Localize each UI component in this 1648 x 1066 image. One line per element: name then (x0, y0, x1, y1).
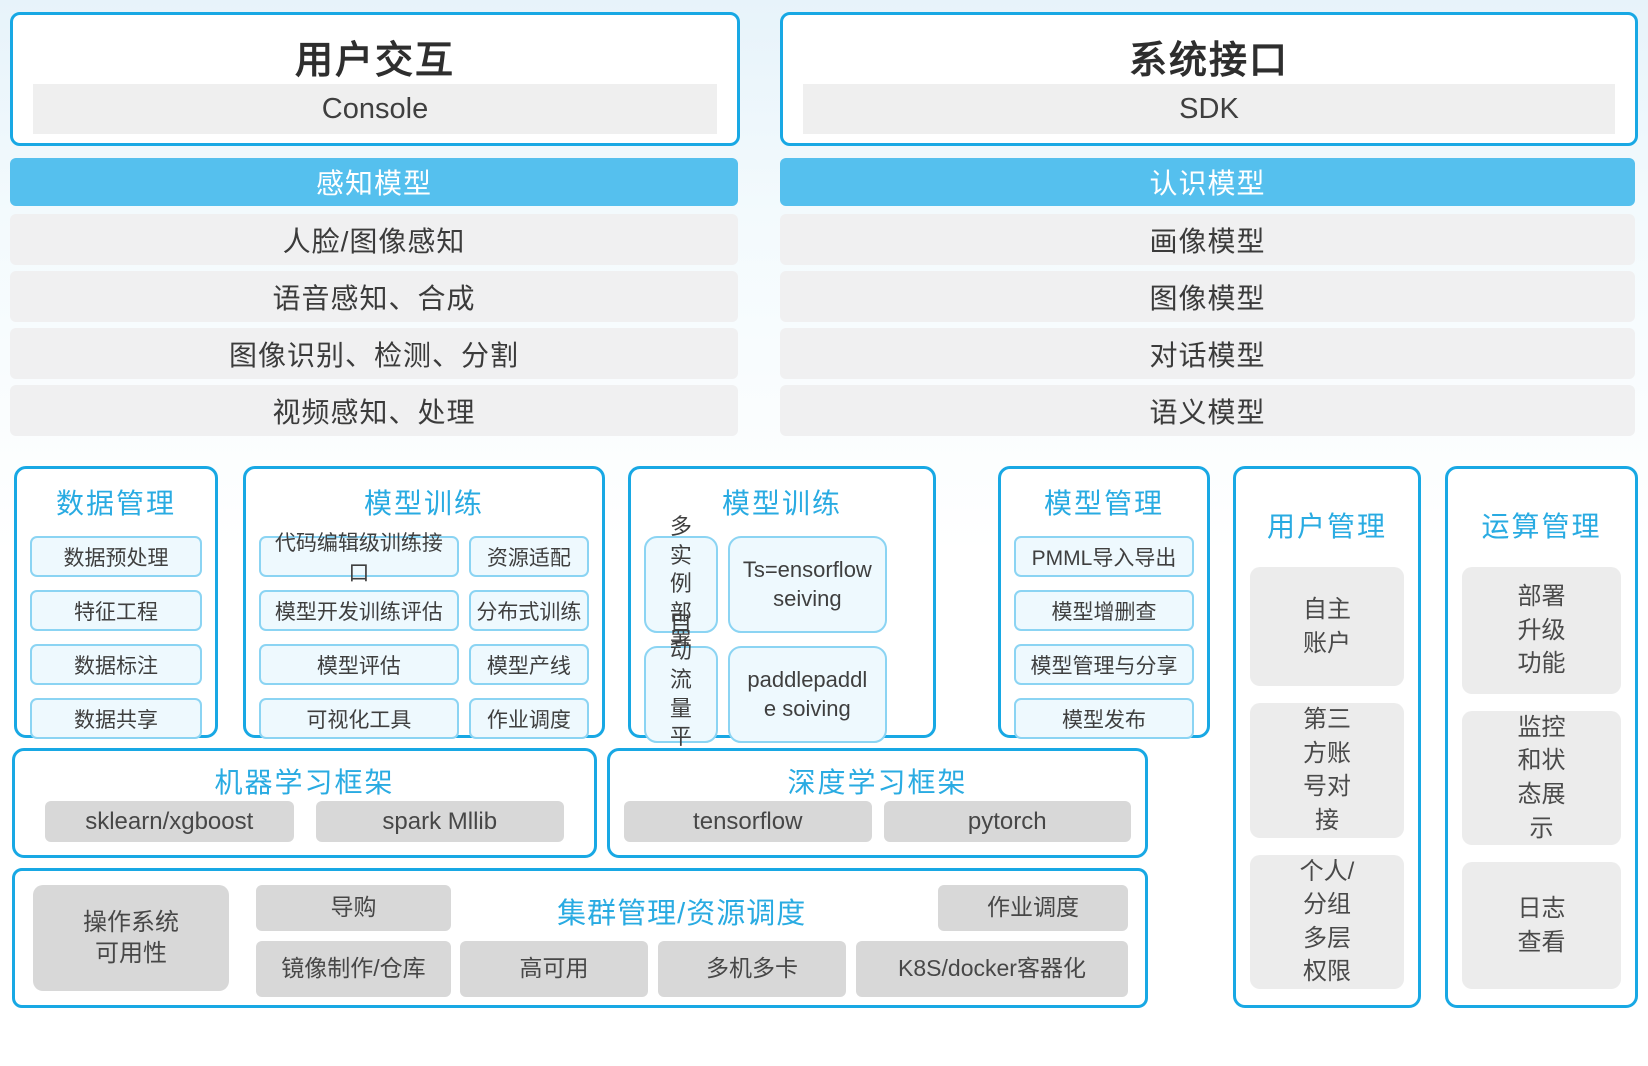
perception-row: 图像识别、检测、分割 (10, 328, 738, 379)
ml-framework-item: spark Mllib (315, 801, 564, 842)
model-training-a-cell: 代码编辑级训练接口 (259, 532, 459, 585)
model-management-item: PMML导入导出 (1014, 536, 1194, 577)
model-training-a-cell: 模型开发训练评估 (259, 590, 459, 631)
cluster-os-availability-item: 操作系统可用性 (33, 885, 229, 991)
perception-row: 语音感知、合成 (10, 271, 738, 322)
model-training-b-cell: 自动流量平衡 (644, 610, 718, 778)
model-training-a-grid: 代码编辑级训练接口 资源适配 模型开发训练评估 分布式训练 模型评估 模型产线 … (246, 532, 602, 752)
compute-management-item: 日志查看 (1462, 862, 1621, 989)
console-item: Console (33, 84, 717, 134)
cluster-item: 多机多卡 (658, 941, 846, 997)
model-training-b-grid: 多实例部署 Ts=ensorflow seiving 自动流量平衡 paddle… (631, 514, 933, 778)
ml-framework-items: sklearn/xgboost spark Mllib (15, 801, 594, 842)
ml-framework-item: sklearn/xgboost (45, 801, 294, 842)
model-management-items: PMML导入导出 模型增删查 模型管理与分享 模型发布 (1001, 536, 1207, 752)
dl-framework-item: pytorch (883, 801, 1131, 842)
data-management-panel: 数据管理 数据预处理 特征工程 数据标注 数据共享 (14, 466, 218, 739)
data-management-item: 特征工程 (30, 590, 202, 631)
user-interaction-box: 用户交互 Console (10, 12, 740, 146)
model-management-item: 模型管理与分享 (1014, 644, 1194, 685)
data-management-item: 数据共享 (30, 698, 202, 739)
compute-management-item: 监控和状态展示 (1462, 710, 1621, 846)
model-management-item: 模型发布 (1014, 698, 1194, 739)
user-management-items: 自主账户 第三方账号对接 个人/分组多层权限 (1236, 567, 1418, 1005)
dl-framework-item: tensorflow (624, 801, 872, 842)
model-training-a-cell: 模型评估 (259, 644, 459, 685)
data-management-item: 数据预处理 (30, 536, 202, 577)
perception-model-header: 感知模型 (10, 158, 738, 206)
dl-framework-panel: 深度学习框架 tensorflow pytorch (607, 748, 1148, 858)
model-management-item: 模型增删查 (1014, 590, 1194, 631)
ml-framework-title: 机器学习框架 (214, 767, 395, 798)
recognition-row: 画像模型 (780, 214, 1635, 265)
data-management-title: 数据管理 (55, 488, 176, 519)
model-training-a-title: 模型训练 (363, 488, 484, 519)
model-training-b-cell: 多实例部署 (644, 514, 718, 653)
perception-row: 人脸/图像感知 (10, 214, 738, 265)
cluster-management-title: 集群管理/资源调度 (557, 898, 807, 930)
model-training-b-cell: paddlepaddle soiving (727, 646, 887, 743)
model-training-a-cell: 资源适配 (468, 536, 589, 577)
model-training-panel-b: 模型训练 多实例部署 Ts=ensorflow seiving 自动流量平衡 p… (628, 466, 936, 778)
cluster-item: 高可用 (460, 941, 648, 997)
sdk-item: SDK (803, 84, 1615, 134)
recognition-row: 语义模型 (780, 385, 1635, 436)
model-training-panel-a: 模型训练 代码编辑级训练接口 资源适配 模型开发训练评估 分布式训练 模型评估 … (243, 466, 605, 739)
model-training-a-cell: 模型产线 (468, 644, 589, 685)
dl-framework-title: 深度学习框架 (787, 767, 968, 798)
model-training-a-cell: 分布式训练 (468, 590, 589, 631)
recognition-row: 对话模型 (780, 328, 1635, 379)
cluster-item: 作业调度 (938, 885, 1128, 931)
system-interface-title: 系统接口 (1128, 40, 1289, 82)
compute-management-items: 部署升级功能 监控和状态展示 日志查看 (1448, 567, 1635, 1005)
model-management-panel: 模型管理 PMML导入导出 模型增删查 模型管理与分享 模型发布 (998, 466, 1210, 739)
user-management-item: 自主账户 (1250, 567, 1404, 687)
model-training-a-cell: 可视化工具 (259, 698, 459, 739)
model-training-a-cell: 作业调度 (468, 698, 589, 739)
data-management-items: 数据预处理 特征工程 数据标注 数据共享 (17, 536, 215, 752)
perception-row: 视频感知、处理 (10, 385, 738, 436)
cluster-item: K8S/docker客器化 (856, 941, 1128, 997)
model-management-title: 模型管理 (1043, 488, 1164, 519)
compute-management-item: 部署升级功能 (1462, 567, 1621, 694)
cluster-item: 导购 (256, 885, 451, 931)
cluster-item: 镜像制作/仓库 (256, 941, 451, 997)
compute-management-title: 运算管理 (1481, 511, 1602, 542)
user-management-item: 第三方账号对接 (1250, 703, 1404, 838)
user-management-title: 用户管理 (1266, 511, 1387, 542)
user-management-item: 个人/分组多层权限 (1250, 854, 1404, 989)
model-training-b-cell: Ts=ensorflow seiving (727, 536, 887, 633)
system-interface-box: 系统接口 SDK (780, 12, 1638, 146)
dl-framework-items: tensorflow pytorch (610, 801, 1145, 842)
recognition-row: 图像模型 (780, 271, 1635, 322)
recognition-model-header: 认识模型 (780, 158, 1635, 206)
cluster-management-panel: 集群管理/资源调度 操作系统可用性 导购 作业调度 镜像制作/仓库 高可用 多机… (12, 868, 1148, 1008)
user-management-panel: 用户管理 自主账户 第三方账号对接 个人/分组多层权限 (1233, 466, 1421, 1008)
user-interaction-title: 用户交互 (294, 40, 455, 82)
model-training-b-title: 模型训练 (721, 488, 842, 519)
compute-management-panel: 运算管理 部署升级功能 监控和状态展示 日志查看 (1445, 466, 1638, 1008)
ml-framework-panel: 机器学习框架 sklearn/xgboost spark Mllib (12, 748, 597, 858)
data-management-item: 数据标注 (30, 644, 202, 685)
